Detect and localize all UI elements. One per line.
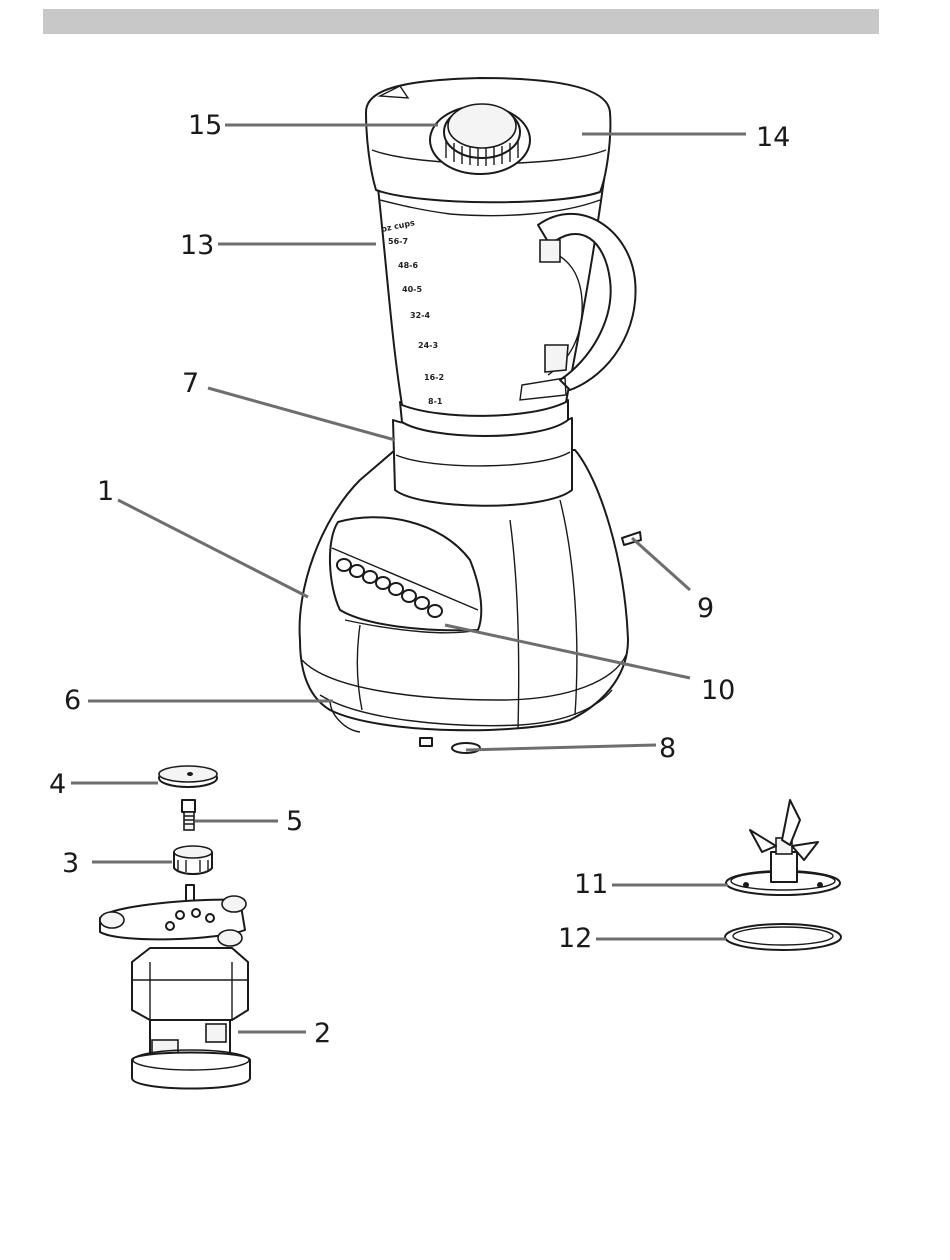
callout-10: 10: [701, 675, 735, 706]
callout-15: 15: [188, 110, 222, 141]
callout-14: 14: [756, 122, 790, 153]
callout-9: 9: [697, 593, 714, 624]
jar-scale-mark: 32-4: [410, 311, 430, 320]
blade-assembly: [726, 800, 840, 895]
callout-3: 3: [62, 848, 79, 879]
callout-12: 12: [558, 923, 592, 954]
callout-11: 11: [574, 869, 608, 900]
callout-8: 8: [659, 733, 676, 764]
callout-7: 7: [182, 368, 199, 399]
screw: [182, 800, 195, 830]
sealing-ring: [725, 924, 841, 950]
jar-scale-mark: 24-3: [418, 341, 438, 350]
rubber-cap: [159, 766, 217, 787]
jar-scale-mark: 56-7: [388, 237, 408, 246]
callout-13: 13: [180, 230, 214, 261]
callout-6: 6: [64, 685, 81, 716]
jar-scale-mark: 48-6: [398, 261, 418, 270]
callout-4: 4: [49, 769, 66, 800]
jar-scale-mark: 40-5: [402, 285, 422, 294]
callout-1: 1: [97, 476, 114, 507]
callout-5: 5: [286, 806, 303, 837]
callout-2: 2: [314, 1018, 331, 1049]
motor-assembly: [100, 885, 250, 1089]
jar-scale-mark: 16-2: [424, 373, 444, 382]
drive-coupling: [174, 846, 212, 874]
jar-scale-mark: 8-1: [428, 397, 443, 406]
